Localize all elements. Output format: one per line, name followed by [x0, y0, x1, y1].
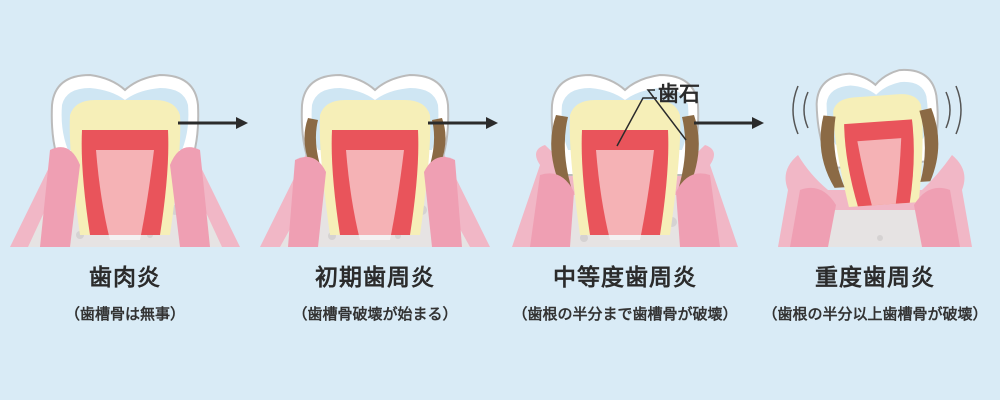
tartar-callout-label: 歯石: [658, 82, 700, 106]
stage-gingivitis: 歯肉炎 （歯槽骨は無事）: [0, 0, 250, 400]
stage-subtitle: （歯根の半分まで歯槽骨が破壊）: [512, 305, 738, 323]
stage-moderate-periodontitis: 中等度歯周炎 （歯根の半分まで歯槽骨が破壊）: [500, 0, 750, 400]
stage-subtitle: （歯槽骨破壊が始まる）: [292, 305, 458, 323]
stage-subtitle: （歯槽骨は無事）: [64, 305, 185, 323]
tooth-gingivitis-illustration: [10, 73, 240, 247]
arrow-right-icon: [178, 117, 248, 129]
tooth-early-periodontitis-illustration: [260, 73, 490, 247]
stage-title: 歯肉炎: [89, 265, 161, 291]
stage-severe-periodontitis: 重度歯周炎 （歯根の半分以上歯槽骨が破壊）: [750, 0, 1000, 400]
arrow-right-icon: [694, 117, 764, 129]
tooth-moderate-periodontitis-illustration: [512, 73, 738, 247]
stage-subtitle: （歯根の半分以上歯槽骨が破壊）: [762, 305, 988, 323]
tooth-severe-periodontitis-illustration: [778, 69, 972, 247]
stage-title: 初期歯周炎: [315, 265, 435, 291]
stage-early-periodontitis: 初期歯周炎 （歯槽骨破壊が始まる）: [250, 0, 500, 400]
stage-title: 中等度歯周炎: [553, 265, 697, 291]
stage-title: 重度歯周炎: [815, 265, 935, 291]
arrow-right-icon: [428, 117, 498, 129]
tartar-callout-line: [616, 97, 657, 147]
